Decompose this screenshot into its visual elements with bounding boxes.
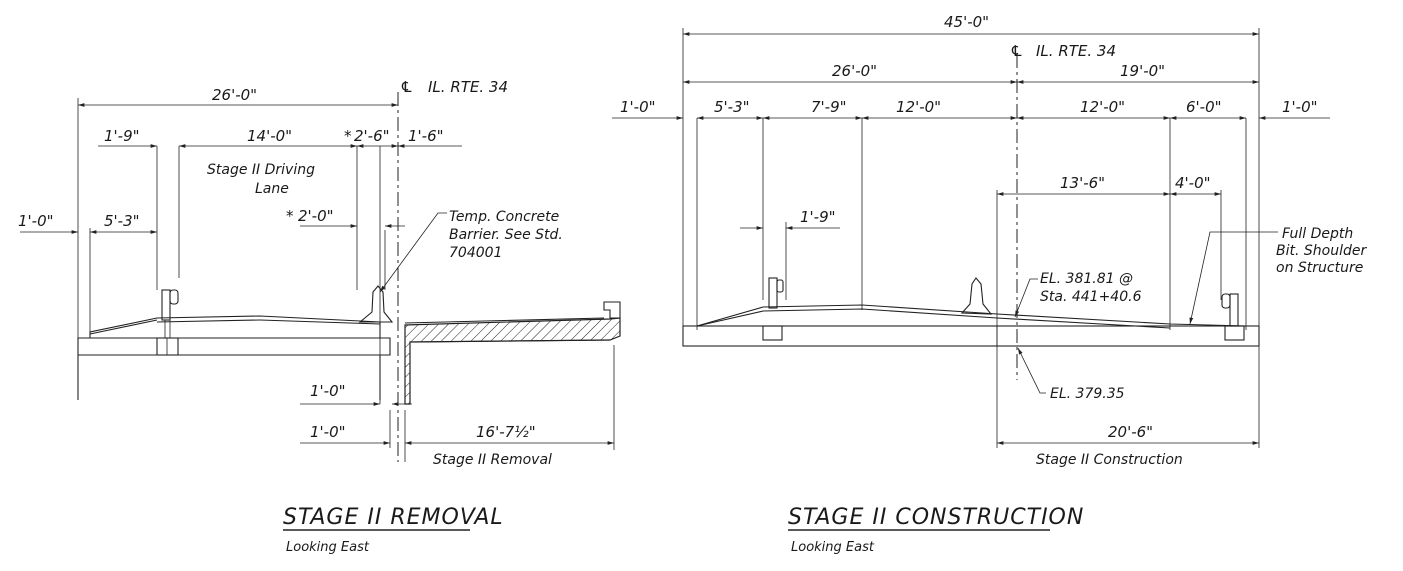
dim-1-6-left: 1'-6" — [408, 127, 444, 145]
shoulder-note-line2: Bit. Shoulder — [1276, 243, 1367, 259]
dim-20-6-right: 20'-6" — [1108, 423, 1153, 441]
roadway-surface — [156, 319, 261, 323]
dim-45ft-right: 45'-0" — [944, 13, 989, 31]
dim-5-3-right: 5'-3" — [714, 98, 750, 116]
shoulder-note-line3: on Structure — [1276, 260, 1363, 276]
guard-post-left — [161, 289, 171, 321]
temp-barrier-right — [960, 277, 993, 315]
deck-section-right — [682, 325, 1260, 347]
removal-deck-top — [404, 317, 605, 324]
construction-label: Stage II Construction — [1036, 452, 1183, 468]
guard-post-right-b-cap — [1221, 293, 1231, 309]
stage-ii-construction-drawing: ℄ IL. RTE. 34 45'-0" 26'-0" 19'-0" 1'-0"… — [612, 13, 1367, 555]
title-stage-ii-removal: STAGE II REMOVAL — [283, 505, 504, 530]
dim-1-0-right-end: 1'-0" — [1282, 98, 1318, 116]
el-note-line2: Sta. 441+40.6 — [1040, 289, 1142, 305]
centerline-label-left: IL. RTE. 34 — [428, 78, 508, 96]
removal-deck-bottom — [409, 339, 611, 343]
barrier-note-line1: Temp. Concrete — [449, 209, 559, 225]
shoulder-note-line1: Full Depth — [1282, 226, 1353, 242]
barrier-note-line3: 704001 — [449, 245, 502, 261]
el-leader — [1014, 278, 1038, 318]
el-low-leader — [1017, 347, 1046, 394]
subtitle-right: Looking East — [791, 540, 875, 555]
barrier-note-line2: Barrier. See Std. — [449, 227, 563, 243]
guard-post-right-b — [1229, 293, 1239, 327]
centerline-symbol-left: ℄ — [400, 78, 413, 96]
dim-1-9-right: 1'-9" — [800, 208, 836, 226]
title-stage-ii-construction: STAGE II CONSTRUCTION — [788, 505, 1084, 530]
centerline-label-right: IL. RTE. 34 — [1036, 42, 1116, 60]
deck-section-left — [77, 315, 391, 356]
removal-curb — [603, 301, 621, 319]
dim-26ft-left: 26'-0" — [212, 86, 257, 104]
deck-joint-right-b — [1224, 325, 1245, 341]
roadway-surface — [89, 319, 158, 335]
dim-14ft-left: 14'-0" — [247, 127, 292, 145]
dim-1-0-a-left: 1'-0" — [310, 382, 346, 400]
dim-1-0-right-outer: 1'-0" — [620, 98, 656, 116]
dim-7-9-right: 7'-9" — [811, 98, 847, 116]
guard-post-right-a — [768, 277, 778, 309]
asterisk-mark-2: * — [286, 207, 294, 225]
dim-19ft-right: 19'-0" — [1120, 62, 1165, 80]
guard-post-right-a-cap — [776, 279, 784, 293]
dim-26ft-right: 26'-0" — [832, 62, 877, 80]
lane-label-line1: Stage II Driving — [207, 162, 315, 178]
dim-1-9-left: 1'-9" — [104, 127, 140, 145]
el-note-line1: EL. 381.81 @ — [1040, 271, 1133, 287]
guard-post-cap — [169, 289, 179, 305]
dim-1-0-b-left: 1'-0" — [310, 423, 346, 441]
temp-barrier-left — [358, 285, 394, 323]
lane-label-line2: Lane — [255, 181, 289, 197]
el-low-note: EL. 379.35 — [1050, 386, 1125, 402]
subtitle-left: Looking East — [286, 540, 370, 555]
dim-5-3-left: 5'-3" — [104, 212, 140, 230]
removal-label: Stage II Removal — [433, 452, 552, 468]
dim-12-b-right: 12'-0" — [1080, 98, 1125, 116]
removal-hatch-area — [404, 317, 621, 405]
roadway-surface — [259, 319, 381, 325]
dim-4ft-right: 4'-0" — [1175, 174, 1211, 192]
asterisk-mark: * — [344, 127, 352, 145]
deck-joint-right — [762, 325, 783, 341]
dim-12-a-right: 12'-0" — [896, 98, 941, 116]
barrier-leader — [379, 212, 447, 293]
centerline-symbol-right: ℄ — [1010, 42, 1023, 60]
deck-joint — [156, 337, 179, 356]
roadway-surface-right-b — [696, 308, 1171, 329]
roadway-surface-right — [696, 304, 1247, 327]
dim-16-7-left: 16'-7½" — [476, 423, 536, 441]
dim-13-6-right: 13'-6" — [1060, 174, 1105, 192]
shoulder-leader — [1189, 231, 1278, 325]
stage-ii-removal-drawing: ℄ IL. RTE. 34 26'-0" 1'-9" 14'-0" * 2'-6… — [18, 78, 621, 555]
dim-2-6-left: 2'-6" — [354, 127, 390, 145]
dim-6ft-right: 6'-0" — [1186, 98, 1222, 116]
dim-2-0-left: 2'-0" — [298, 207, 334, 225]
dim-1-0-outer-left: 1'-0" — [18, 212, 54, 230]
